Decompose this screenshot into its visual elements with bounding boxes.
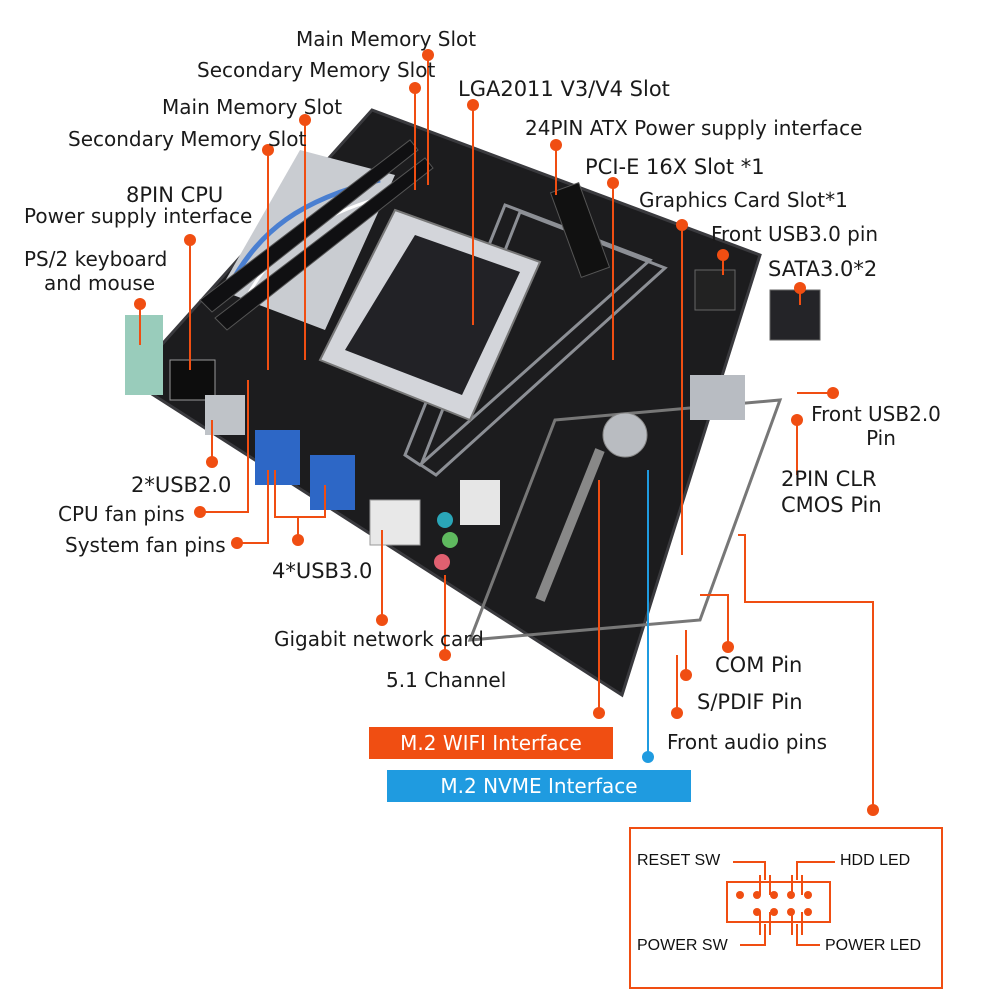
label-com-pin: COM Pin <box>715 653 803 677</box>
label-audio-51: 5.1 Channel <box>386 668 507 692</box>
leader-lines <box>139 55 874 806</box>
label-usb3-rear: 4*USB3.0 <box>272 559 373 583</box>
audio-module <box>460 480 500 525</box>
lan-port <box>369 499 421 546</box>
front-panel-header-outline <box>726 861 835 946</box>
front-panel-power-led: POWER LED <box>825 937 922 954</box>
label-front-usb2-line2: Pin <box>866 426 896 450</box>
front-panel-reset-sw: RESET SW <box>637 852 721 869</box>
front-panel-pins <box>736 891 812 916</box>
atx-24pin-connector <box>549 181 611 279</box>
sata-connectors <box>769 289 821 341</box>
pcie-slot-body <box>535 448 605 602</box>
label-spdif-pin: S/PDIF Pin <box>697 690 803 714</box>
leader-dots <box>134 49 879 816</box>
label-lga-slot: LGA2011 V3/V4 Slot <box>458 77 670 101</box>
label-gigabit-lan: Gigabit network card <box>274 627 484 651</box>
label-cpu-8pin-line1: 8PIN CPU <box>126 183 224 207</box>
label-ps2-line1: PS/2 keyboard <box>24 247 168 271</box>
front-panel-hdd-led: HDD LED <box>840 852 911 869</box>
label-front-usb2-line1: Front USB2.0 <box>811 402 941 426</box>
label-cpu-8pin-line2: Power supply interface <box>24 204 253 228</box>
banner-m2-nvme: M.2 NVME Interface <box>387 770 691 802</box>
label-secondary-memory-slot-top: Secondary Memory Slot <box>197 58 436 82</box>
cpu-8pin-connector <box>169 359 216 401</box>
label-cpu-fan: CPU fan pins <box>58 502 185 526</box>
cpu-socket-cover <box>345 235 520 395</box>
label-pcie-slot: PCI-E 16X Slot *1 <box>585 155 765 179</box>
pcb-edge <box>127 108 762 698</box>
memory-slot-1 <box>199 139 419 313</box>
chipset-heatsink <box>690 375 745 420</box>
label-clr-cmos-line2: CMOS Pin <box>781 493 882 517</box>
motherboard-image <box>125 108 821 698</box>
label-main-memory-slot-top: Main Memory Slot <box>296 27 477 51</box>
ps2-port <box>125 315 163 395</box>
memory-slot-2 <box>214 157 434 331</box>
label-graphics-card-slot: Graphics Card Slot*1 <box>639 188 848 212</box>
usb3-rear-ports-2 <box>310 455 355 510</box>
front-usb3-header <box>694 269 736 311</box>
label-front-audio: Front audio pins <box>667 730 828 754</box>
label-clr-cmos-line1: 2PIN CLR <box>781 467 877 491</box>
label-sata: SATA3.0*2 <box>768 257 878 281</box>
usb3-rear-ports-1 <box>255 430 300 485</box>
label-system-fan: System fan pins <box>65 533 226 557</box>
label-atx-24pin: 24PIN ATX Power supply interface <box>525 116 863 140</box>
cmos-battery <box>602 412 648 458</box>
banner-m2-wifi: M.2 WIFI Interface <box>369 727 613 759</box>
label-front-usb3-pin: Front USB3.0 pin <box>711 222 879 246</box>
label-ps2-line2: and mouse <box>44 271 156 295</box>
label-main-memory-slot-left: Main Memory Slot <box>162 95 343 119</box>
audio-jack-blue <box>437 512 453 528</box>
label-usb2-rear: 2*USB2.0 <box>131 473 232 497</box>
nvme-leader-dot <box>642 751 654 763</box>
front-panel-box <box>629 827 943 989</box>
audio-jack-pink <box>434 554 450 570</box>
label-secondary-memory-slot-left: Secondary Memory Slot <box>68 127 307 151</box>
front-panel-power-sw: POWER SW <box>637 937 728 954</box>
audio-jack-green <box>442 532 458 548</box>
